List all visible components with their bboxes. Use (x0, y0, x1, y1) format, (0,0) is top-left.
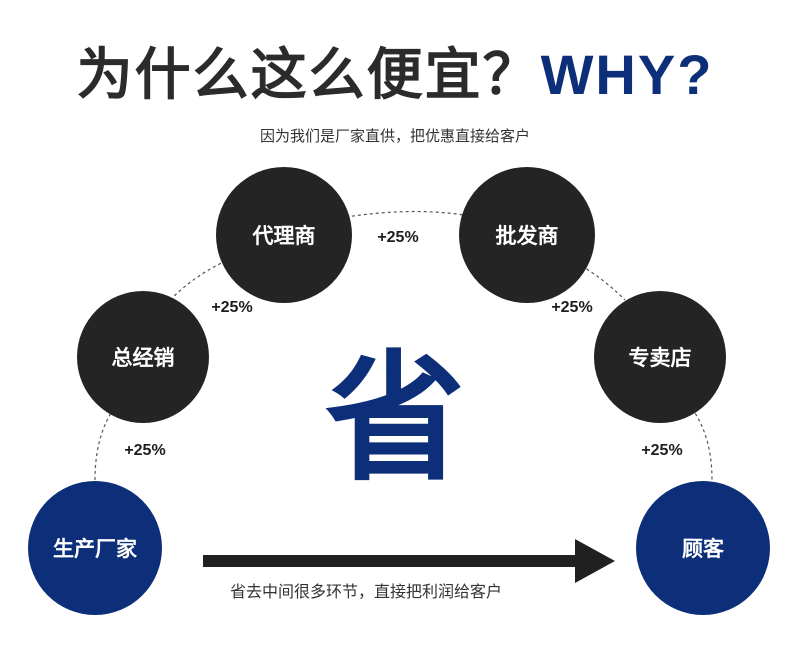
node-wholesaler: 批发商 (459, 167, 595, 303)
page-title: 为什么这么便宜？WHY? (0, 30, 790, 111)
node-store-label: 专卖店 (628, 346, 692, 370)
title-why: WHY? (540, 43, 714, 106)
markup-label: +25% (211, 299, 253, 316)
arc-top (339, 210, 481, 219)
markup-label: +25% (377, 229, 419, 246)
subtitle: 因为我们是厂家直供，把优惠直接给客户 (259, 127, 530, 145)
arrow-shaft (203, 555, 583, 567)
save-character: 省 (324, 338, 465, 501)
markup-label: +25% (551, 299, 593, 316)
node-general-agent-label: 总经销 (111, 346, 175, 370)
node-customer: 顾客 (636, 481, 770, 615)
markup-label: +25% (641, 442, 683, 459)
node-factory-label: 生产厂家 (53, 537, 137, 561)
arc-left-upper (169, 254, 241, 301)
markup-label: +25% (124, 442, 166, 459)
arrow-right-icon (575, 539, 615, 583)
title-chinese: 为什么这么便宜？ (76, 43, 541, 108)
node-factory: 生产厂家 (28, 481, 162, 615)
node-agent: 代理商 (216, 167, 352, 303)
node-store: 专卖店 (594, 291, 726, 423)
node-agent-label: 代理商 (252, 224, 316, 248)
node-general-agent: 总经销 (77, 291, 209, 423)
arc-left-lower (94, 394, 126, 481)
node-customer-label: 顾客 (682, 537, 724, 561)
bottom-caption: 省去中间很多环节，直接把利润给客户 (230, 582, 503, 601)
node-wholesaler-label: 批发商 (495, 224, 559, 248)
